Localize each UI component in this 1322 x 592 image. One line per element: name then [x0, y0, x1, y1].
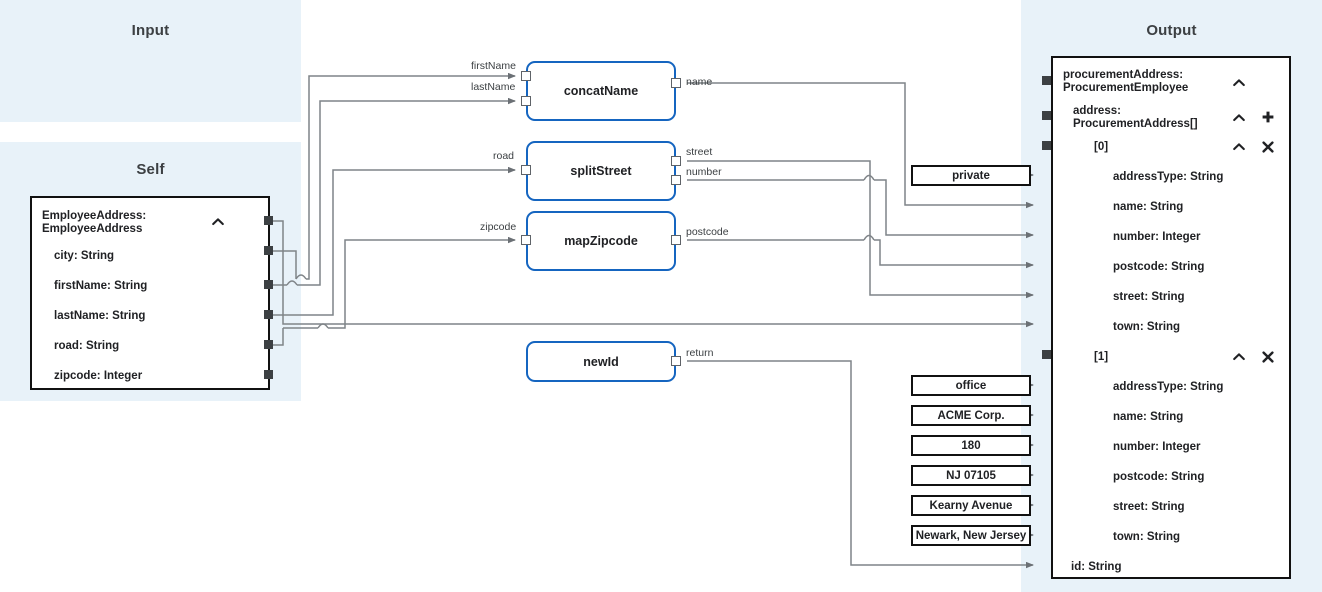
literal-box-nj-07105[interactable]: NJ 07105 [911, 465, 1031, 486]
function-node-label: mapZipcode [564, 234, 638, 248]
output-row-a0-postcode[interactable]: postcode: String [1113, 261, 1205, 273]
port-splitStreet-in-road[interactable] [521, 165, 531, 175]
function-node-splitStreet[interactable]: splitStreet [526, 141, 676, 201]
literal-box-office[interactable]: office [911, 375, 1031, 396]
port-label-lastName: lastName [471, 81, 516, 93]
function-node-newId[interactable]: newId [526, 341, 676, 382]
output-row-a1-addressType[interactable]: addressType: String [1113, 381, 1224, 393]
port-label-road: road [493, 150, 515, 162]
literal-value: 180 [961, 439, 981, 452]
literal-box-kearny-avenue[interactable]: Kearny Avenue [911, 495, 1031, 516]
port-mapZipcode-in-zipcode[interactable] [521, 235, 531, 245]
self-port-zipcode[interactable] [264, 370, 273, 379]
port-label-zipcode: zipcode [480, 221, 517, 233]
self-field-zipcode[interactable]: zipcode: Integer [54, 370, 143, 382]
function-node-label: concatName [563, 84, 639, 98]
self-port-root[interactable] [264, 216, 273, 225]
chevron-up-icon[interactable] [210, 214, 226, 230]
chevron-up-icon[interactable] [1231, 139, 1247, 155]
output-row-index-1[interactable]: [1] [1094, 351, 1109, 363]
output-row-a0-number[interactable]: number: Integer [1113, 231, 1201, 243]
output-row-a1-postcode[interactable]: postcode: String [1113, 471, 1205, 483]
port-newId-out-return[interactable] [671, 356, 681, 366]
port-label-name: name [686, 76, 713, 88]
literal-value: NJ 07105 [946, 469, 996, 482]
self-field-city[interactable]: city: String [54, 250, 115, 262]
output-row-address-line2: ProcurementAddress[] [1073, 118, 1198, 130]
output-port-address[interactable] [1042, 111, 1051, 120]
output-row-a1-name[interactable]: name: String [1113, 411, 1184, 423]
port-label-firstName: firstName [471, 60, 516, 72]
self-object-node[interactable]: EmployeeAddress: EmployeeAddress city: S… [30, 196, 270, 390]
chevron-up-icon[interactable] [1231, 349, 1247, 365]
literal-value: Kearny Avenue [929, 499, 1013, 512]
port-concatName-in-lastName[interactable] [521, 96, 531, 106]
port-label-return: return [686, 347, 714, 359]
self-node-title-line1: EmployeeAddress: [42, 210, 147, 222]
output-row-index-0[interactable]: [0] [1094, 141, 1109, 153]
plus-icon[interactable] [1260, 109, 1276, 125]
output-row-procurementAddress-line1: procurementAddress: [1063, 69, 1184, 81]
chevron-up-icon[interactable] [1231, 75, 1247, 91]
port-concatName-in-firstName[interactable] [521, 71, 531, 81]
self-node-title-line2: EmployeeAddress [42, 223, 143, 235]
literal-value: office [955, 379, 987, 392]
function-node-label: splitStreet [570, 164, 632, 178]
self-field-road[interactable]: road: String [54, 340, 120, 352]
function-node-mapZipcode[interactable]: mapZipcode [526, 211, 676, 271]
input-panel: Input [0, 0, 301, 122]
function-node-label: newId [583, 354, 619, 369]
literal-box-newark-new-jersey[interactable]: Newark, New Jersey [911, 525, 1031, 546]
output-panel-title: Output [1146, 22, 1197, 39]
self-port-firstName[interactable] [264, 280, 273, 289]
output-row-procurementAddress-line2: ProcurementEmployee [1063, 82, 1189, 94]
function-node-concatName[interactable]: concatName [526, 61, 676, 121]
input-panel-title: Input [131, 22, 170, 39]
port-splitStreet-out-number[interactable] [671, 175, 681, 185]
literal-box-180[interactable]: 180 [911, 435, 1031, 456]
output-object-node[interactable]: procurementAddress: ProcurementEmployee … [1051, 56, 1291, 579]
output-port-index-0[interactable] [1042, 141, 1051, 150]
self-port-road[interactable] [264, 340, 273, 349]
literal-box-acme-corp[interactable]: ACME Corp. [911, 405, 1031, 426]
port-splitStreet-out-street[interactable] [671, 156, 681, 166]
self-field-lastName[interactable]: lastName: String [54, 310, 146, 322]
close-icon[interactable] [1260, 139, 1276, 155]
output-port-root[interactable] [1042, 76, 1051, 85]
port-label-number: number [686, 166, 722, 178]
output-row-a0-town[interactable]: town: String [1113, 321, 1181, 333]
output-row-a1-street[interactable]: street: String [1113, 501, 1185, 513]
output-row-a0-street[interactable]: street: String [1113, 291, 1185, 303]
close-icon[interactable] [1260, 349, 1276, 365]
literal-value: Newark, New Jersey [915, 529, 1027, 542]
self-port-lastName[interactable] [264, 310, 273, 319]
port-label-street: street [686, 146, 713, 158]
output-row-a0-name[interactable]: name: String [1113, 201, 1184, 213]
output-row-a0-addressType[interactable]: addressType: String [1113, 171, 1224, 183]
self-panel-title: Self [136, 161, 165, 178]
output-row-id[interactable]: id: String [1071, 561, 1122, 573]
port-concatName-out-name[interactable] [671, 78, 681, 88]
self-port-city[interactable] [264, 246, 273, 255]
port-label-postcode: postcode [686, 226, 729, 238]
literal-value: ACME Corp. [937, 409, 1005, 422]
output-row-a1-town[interactable]: town: String [1113, 531, 1181, 543]
port-mapZipcode-out-postcode[interactable] [671, 235, 681, 245]
self-field-firstName[interactable]: firstName: String [54, 280, 148, 292]
output-row-address-line1: address: [1073, 105, 1121, 117]
literal-box-private[interactable]: private [911, 165, 1031, 186]
output-row-a1-number[interactable]: number: Integer [1113, 441, 1201, 453]
literal-value: private [952, 169, 990, 182]
output-port-index-1[interactable] [1042, 350, 1051, 359]
chevron-up-icon[interactable] [1231, 110, 1247, 126]
